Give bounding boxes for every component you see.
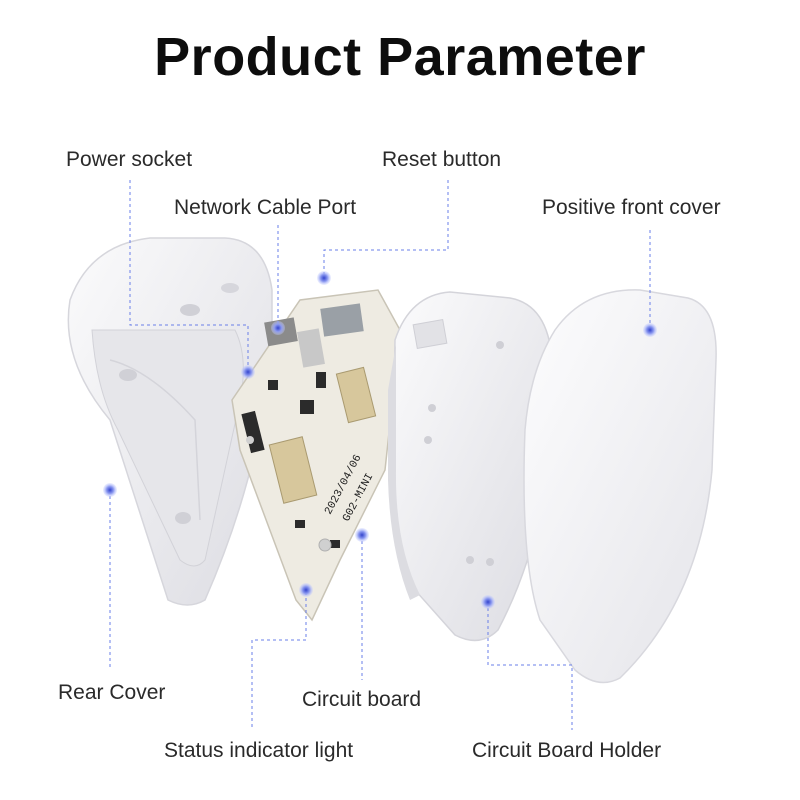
label-positive-front-cover: Positive front cover — [542, 196, 721, 219]
marker-positive-front-cover — [643, 323, 657, 337]
label-power-socket: Power socket — [66, 148, 193, 171]
marker-circuit-board — [355, 528, 369, 542]
marker-circuit-board-holder — [481, 595, 495, 609]
label-status-indicator-light: Status indicator light — [164, 739, 354, 762]
label-circuit-board-holder: Circuit Board Holder — [472, 739, 662, 762]
leader-status-indicator-light — [251, 592, 307, 730]
circuit-board-part: 2023/04/06 G02-MINI — [231, 289, 401, 622]
leader-reset-button — [323, 180, 449, 275]
positive-front-cover-part — [523, 289, 717, 684]
rear-cover-part — [67, 237, 273, 606]
page-title: Product Parameter — [154, 27, 646, 87]
marker-status-indicator-light — [299, 583, 313, 597]
callout-markers — [103, 271, 657, 609]
circuit-board-holder-part — [388, 291, 553, 642]
leader-lines — [109, 180, 651, 730]
leader-power-socket — [129, 180, 249, 368]
marker-reset-button — [317, 271, 331, 285]
label-circuit-board: Circuit board — [302, 688, 422, 711]
label-reset-button: Reset button — [382, 148, 502, 171]
marker-power-socket — [241, 365, 255, 379]
marker-rear-cover — [103, 483, 117, 497]
leader-circuit-board-holder — [487, 602, 573, 730]
label-rear-cover: Rear Cover — [58, 681, 166, 704]
label-network-cable-port: Network Cable Port — [174, 196, 357, 219]
marker-network-cable-port — [271, 321, 285, 335]
